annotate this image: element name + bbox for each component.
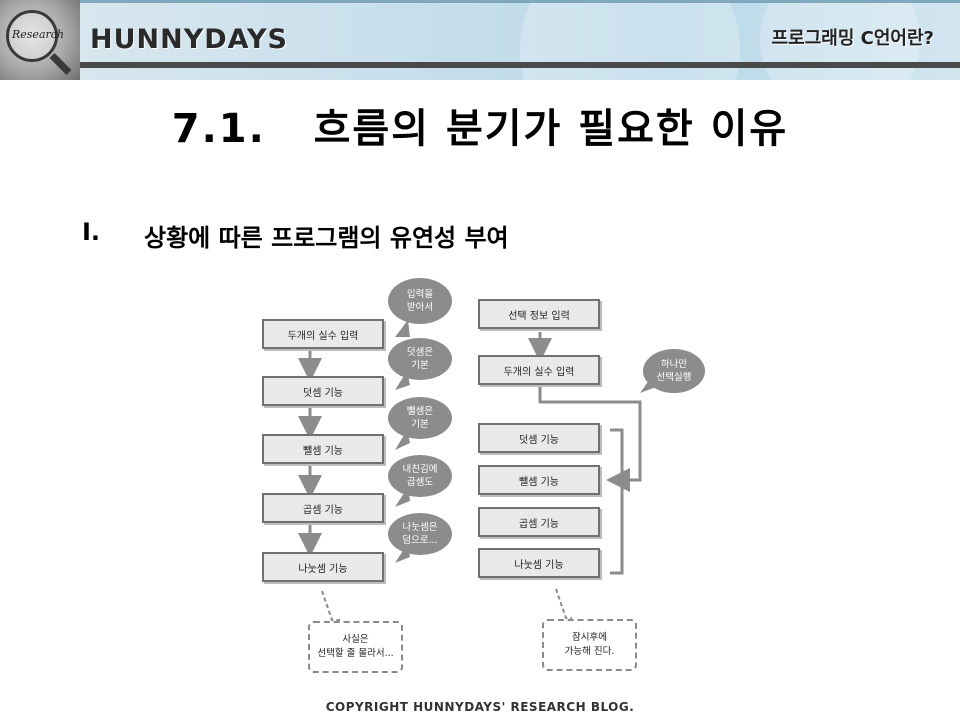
flow-box: 뺄셈 기능 <box>262 434 384 464</box>
bubble-tail <box>395 320 410 337</box>
options-bracket <box>610 428 624 575</box>
note-tail <box>321 590 340 621</box>
brand-title: HUNNYDAYS <box>90 24 288 55</box>
logo-text: Research <box>12 28 65 41</box>
slide-title: 7.1. 흐름의 분기가 필요한 이유 <box>171 106 789 152</box>
option-box: 나눗셈 기능 <box>478 548 600 578</box>
option-box: 덧셈 기능 <box>478 423 600 453</box>
magnifier-logo: Research <box>0 0 80 80</box>
speech-bubble: 입력을 받아서 <box>388 278 452 324</box>
branch-connector <box>538 387 642 492</box>
bullet-text: 상황에 따른 프로그램의 유연성 부여 <box>144 224 509 252</box>
speech-bubble: 하나만 선택실행 <box>643 349 705 393</box>
right-note: 잠시후에 가능해 진다. <box>542 619 637 671</box>
banner-decoration <box>520 0 740 80</box>
flow-box: 나눗셈 기능 <box>262 552 384 582</box>
speech-bubble: 덧셈은 기본 <box>388 338 452 380</box>
flow-box: 선택 정보 입력 <box>478 299 600 329</box>
copyright: COPYRIGHT HUNNYDAYS' RESEARCH BLOG. <box>325 700 635 714</box>
banner-top-line <box>80 0 960 3</box>
note-tail <box>555 588 572 619</box>
bullet-number: I. <box>82 218 101 246</box>
flow-box: 두개의 실수 입력 <box>478 355 600 385</box>
flow-diagram: 두개의 실수 입력 덧셈 기능 뺄셈 기능 곱셈 기능 나눗셈 기능 입력을 받… <box>250 275 720 680</box>
magnifier-handle-icon <box>49 53 72 75</box>
banner-divider <box>80 62 960 68</box>
header-banner: Research HUNNYDAYS 프로그래밍 C언어란? <box>0 0 960 80</box>
subject-title: 프로그래밍 C언어란? <box>771 28 934 49</box>
magnifier-lens-icon <box>6 10 58 62</box>
speech-bubble: 뺄셈은 기본 <box>388 397 452 439</box>
speech-bubble: 나눗셈은 덤으로... <box>388 513 452 555</box>
flow-box: 곱셈 기능 <box>262 493 384 523</box>
option-box: 뺄셈 기능 <box>478 465 600 495</box>
flow-box: 두개의 실수 입력 <box>262 319 384 349</box>
left-note: 사실은 선택할 줄 몰라서... <box>308 621 403 673</box>
speech-bubble: 내친김에 곱셈도 <box>388 455 452 497</box>
option-box: 곱셈 기능 <box>478 507 600 537</box>
flow-box: 덧셈 기능 <box>262 376 384 406</box>
